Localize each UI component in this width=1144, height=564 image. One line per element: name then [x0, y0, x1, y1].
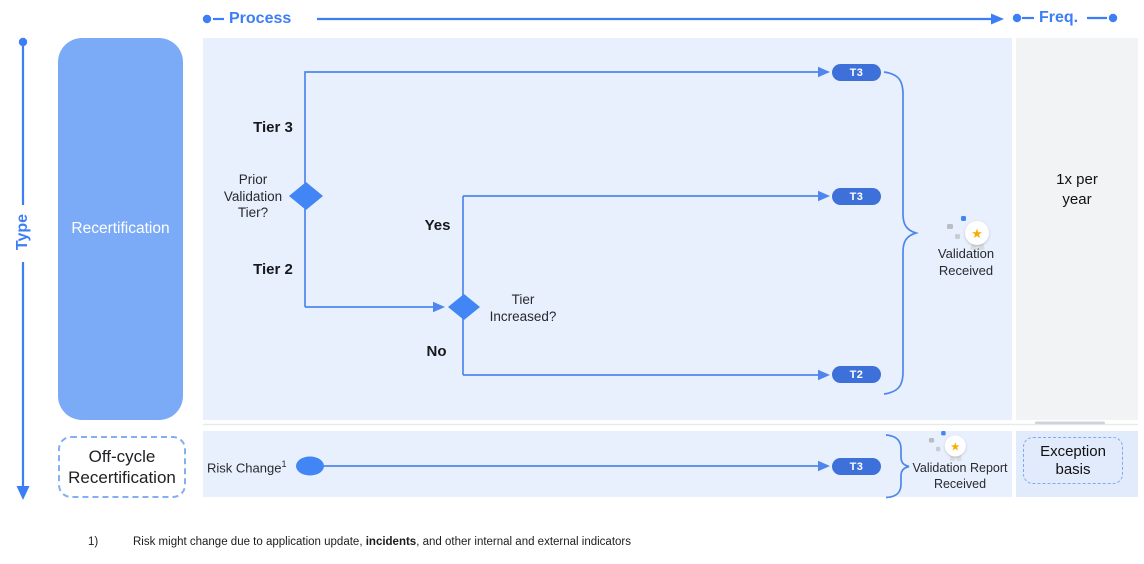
footnote-text-post: , and other internal and external indica… — [416, 536, 632, 548]
icon-node-gray1 — [947, 224, 953, 229]
tier2-branch-label: Tier 2 — [253, 261, 293, 278]
process-axis-dot — [202, 14, 212, 24]
frequency-value-offcycle: Exception basis — [1023, 437, 1123, 484]
icon-node-blue — [961, 216, 966, 221]
icon-node-gray2 — [935, 446, 941, 452]
icon-badge: ★ — [965, 221, 989, 245]
process-axis-arrowhead — [991, 13, 1004, 25]
footnote-marker: 1) — [88, 536, 99, 548]
no-branch-label: No — [426, 343, 447, 360]
offcycle-label-line1: Off-cycle — [88, 447, 156, 466]
offcycle-row-box: Off-cycle Recertification — [58, 436, 186, 498]
offcycle-label-line2: Recertification — [68, 468, 176, 487]
recertification-flow-panel — [203, 38, 1012, 420]
type-axis-label: Type — [14, 213, 31, 251]
freq-axis-dot-right — [1108, 13, 1118, 23]
tier-pill-t3-top: T3 — [832, 64, 881, 81]
star-icon: ★ — [950, 439, 961, 453]
offcycle-flow-panel — [203, 431, 1012, 497]
icon-node-gray2 — [955, 234, 960, 239]
footnote-text-pre: Risk might change due to application upd… — [133, 536, 366, 548]
type-axis-arrowhead — [16, 486, 30, 500]
icon-node-gray1 — [928, 438, 935, 443]
frequency-panel — [1016, 38, 1138, 420]
process-axis-label: Process — [229, 10, 292, 27]
footnote-text-bold: incidents — [365, 536, 417, 548]
star-icon: ★ — [971, 225, 983, 241]
recertification-row-box: Recertification — [58, 38, 183, 420]
icon-badge: ★ — [944, 435, 966, 457]
tier3-branch-label: Tier 3 — [253, 119, 293, 136]
footnote: 1) Risk might change due to application u… — [88, 536, 631, 548]
tier-pill-t3-yes: T3 — [832, 188, 881, 205]
decision-tier-increased-label: Tier Increased? — [489, 292, 557, 324]
footnote-reference: 1 — [281, 459, 287, 469]
frequency-value-recertification: 1x per year — [1056, 171, 1098, 208]
recertification-label: Recertification — [71, 220, 170, 237]
yes-branch-label: Yes — [424, 217, 451, 234]
type-axis-dot — [18, 37, 28, 47]
risk-change-label: Risk Change1 — [207, 459, 287, 476]
freq-axis-label: Freq. — [1039, 9, 1079, 26]
tier-pill-t3-offcycle: T3 — [832, 458, 881, 475]
icon-node-blue — [941, 431, 946, 436]
validation-report-certificate-icon: ★ — [928, 431, 968, 462]
validation-report-received-label: Validation Report Received — [912, 461, 1008, 491]
validation-received-label: Validation Received — [937, 246, 995, 278]
freq-axis-dot-left — [1012, 13, 1022, 23]
decision-prior-validation-tier-label: Prior Validation Tier? — [223, 172, 283, 220]
frequency-panel-divider — [1035, 421, 1105, 425]
validation-certificate-icon: ★ — [946, 216, 992, 251]
tier-pill-t2-no: T2 — [832, 366, 881, 383]
